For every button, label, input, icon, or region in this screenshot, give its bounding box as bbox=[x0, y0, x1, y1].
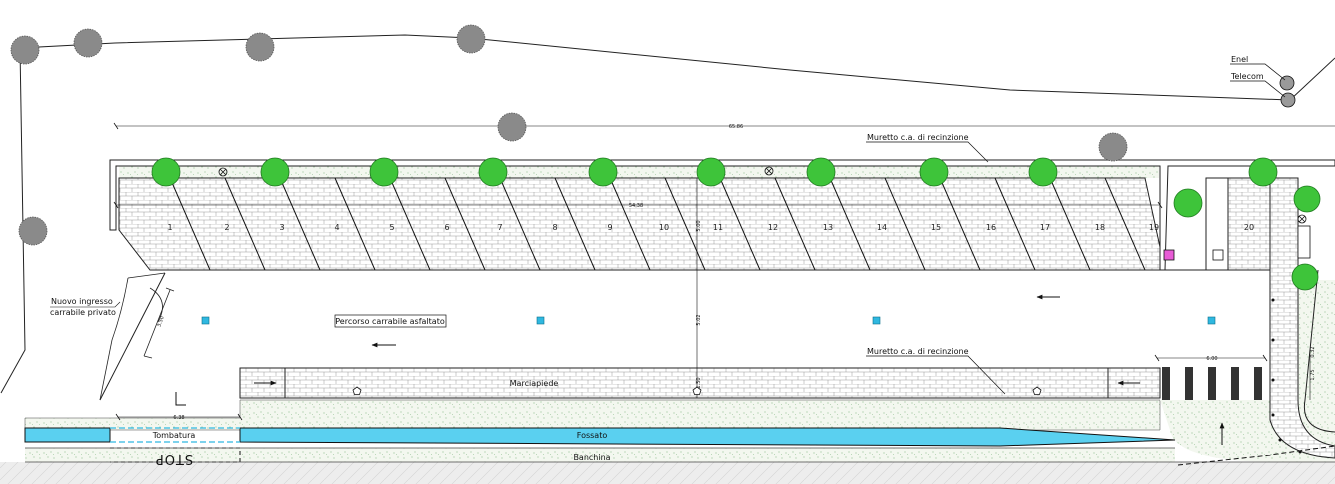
stall-number: 12 bbox=[768, 223, 778, 232]
gray-trees bbox=[10, 24, 1128, 246]
stall-number: 11 bbox=[713, 223, 723, 232]
stall-number: 7 bbox=[497, 223, 502, 232]
label-enel: Enel bbox=[1231, 55, 1248, 64]
accessible-stall-marker bbox=[1163, 249, 1175, 261]
percorso-label-box bbox=[334, 314, 447, 328]
tree-icon bbox=[73, 28, 103, 58]
stall-numbers: 1 2 3 4 5 6 7 8 9 10 11 12 13 14 15 16 1… bbox=[167, 223, 1254, 232]
stall-number: 10 bbox=[659, 223, 669, 232]
crosswalk bbox=[1162, 367, 1262, 400]
label-marciapiede: Marciapiede bbox=[510, 379, 559, 388]
drain-markers bbox=[201, 316, 1216, 325]
tombatura-culvert bbox=[110, 427, 240, 443]
tree-icon bbox=[1173, 188, 1203, 218]
tree-icon bbox=[1248, 157, 1278, 187]
stall-number: 9 bbox=[607, 223, 612, 232]
label-fossato: Fossato bbox=[577, 431, 608, 440]
grass-banchina bbox=[25, 448, 1175, 462]
tree-icon bbox=[478, 157, 508, 187]
label-muretto-top: Muretto c.a. di recinzione bbox=[867, 133, 969, 142]
right-paved-strip bbox=[1269, 177, 1335, 459]
dimension-lines bbox=[116, 125, 1335, 418]
stall-number: 17 bbox=[1040, 223, 1050, 232]
label-telecom: Telecom bbox=[1230, 72, 1264, 81]
dimension-stall-depth: 5.00 bbox=[696, 220, 702, 231]
muretto-top-leader bbox=[866, 141, 989, 163]
muretto-bottom-leader bbox=[866, 355, 1006, 395]
parking-area bbox=[118, 177, 1166, 271]
stall-number: 2 bbox=[224, 223, 229, 232]
tree-icon bbox=[1098, 132, 1128, 162]
tree-icon bbox=[1291, 263, 1319, 291]
stall-number: 1 bbox=[167, 223, 172, 232]
tree-icon bbox=[151, 157, 181, 187]
stall-number: 16 bbox=[986, 223, 996, 232]
tree-icon bbox=[696, 157, 726, 187]
stall-number: 8 bbox=[552, 223, 557, 232]
dimension-crosswalk: 6.00 bbox=[1206, 356, 1217, 362]
fossato-channel bbox=[239, 427, 1176, 447]
label-nuovo-ingresso-2: carrabile privato bbox=[50, 308, 116, 317]
label-muretto-bottom: Muretto c.a. di recinzione bbox=[867, 347, 969, 356]
tree-icon bbox=[806, 157, 836, 187]
stall-number: 18 bbox=[1095, 223, 1105, 232]
dimension-right-a: 1.75 bbox=[1310, 369, 1316, 380]
stall-number: 6 bbox=[444, 223, 449, 232]
stall-number: 5 bbox=[389, 223, 394, 232]
stall-number: 4 bbox=[334, 223, 339, 232]
tree-icon bbox=[497, 112, 527, 142]
label-nuovo-ingresso-1: Nuovo ingresso bbox=[51, 297, 113, 306]
label-percorso: Percorso carrabile asfaltato bbox=[335, 317, 445, 326]
stall-number: 3 bbox=[279, 223, 284, 232]
dimension-entrance: 3.50 bbox=[156, 315, 165, 328]
ground-hatch bbox=[0, 462, 1335, 484]
dimension-ticks bbox=[113, 122, 1268, 421]
label-banchina: Banchina bbox=[573, 453, 610, 462]
parking-area-right bbox=[1227, 177, 1271, 271]
right-curb bbox=[1303, 269, 1335, 433]
lamp-markers bbox=[218, 166, 1307, 224]
pole-icon bbox=[1279, 75, 1295, 91]
dimension-sidewalk: 1.50 bbox=[696, 377, 702, 388]
stop-marking: STOP bbox=[155, 451, 193, 466]
stall-lines bbox=[169, 177, 1146, 271]
grass-verge-bottom bbox=[24, 399, 1161, 431]
stall-number: 20 bbox=[1244, 223, 1254, 232]
tree-icon bbox=[1028, 157, 1058, 187]
green-trees bbox=[151, 157, 1321, 291]
dimension-tombatura: 6.38 bbox=[173, 415, 184, 421]
dimension-lane-width: 5.02 bbox=[696, 314, 702, 325]
direction-arrows bbox=[175, 294, 1225, 445]
accessible-stall-marker bbox=[1212, 249, 1224, 261]
utility-poles bbox=[1230, 63, 1296, 108]
ingresso-leader bbox=[50, 301, 121, 308]
bollards bbox=[1271, 298, 1302, 454]
stall-number: 14 bbox=[877, 223, 887, 232]
dimension-parking-row: 54.38 bbox=[629, 203, 643, 209]
stall-number: 13 bbox=[823, 223, 833, 232]
property-boundary bbox=[0, 34, 1335, 394]
entrance-gate bbox=[99, 272, 175, 401]
tree-icon bbox=[369, 157, 399, 187]
tree-icon bbox=[245, 32, 275, 62]
sidewalk-markers bbox=[352, 386, 1042, 395]
tree-icon bbox=[588, 157, 618, 187]
label-tombatura: Tombatura bbox=[152, 431, 196, 440]
fossato-channel-west bbox=[24, 427, 111, 443]
dimension-overall: 65.86 bbox=[729, 124, 743, 130]
tree-icon bbox=[919, 157, 949, 187]
lane-edge bbox=[99, 269, 1270, 401]
dimension-right-b: 0.32 bbox=[1310, 346, 1316, 357]
tree-icon bbox=[10, 35, 40, 65]
road-edge-dashed bbox=[1177, 445, 1335, 466]
tree-icon bbox=[260, 157, 290, 187]
tree-icon bbox=[1293, 185, 1321, 213]
tree-icon bbox=[18, 216, 48, 246]
stall-number: 19 bbox=[1149, 223, 1159, 232]
tree-icon bbox=[456, 24, 486, 54]
utility-box bbox=[1297, 225, 1311, 259]
stall-number: 15 bbox=[931, 223, 941, 232]
